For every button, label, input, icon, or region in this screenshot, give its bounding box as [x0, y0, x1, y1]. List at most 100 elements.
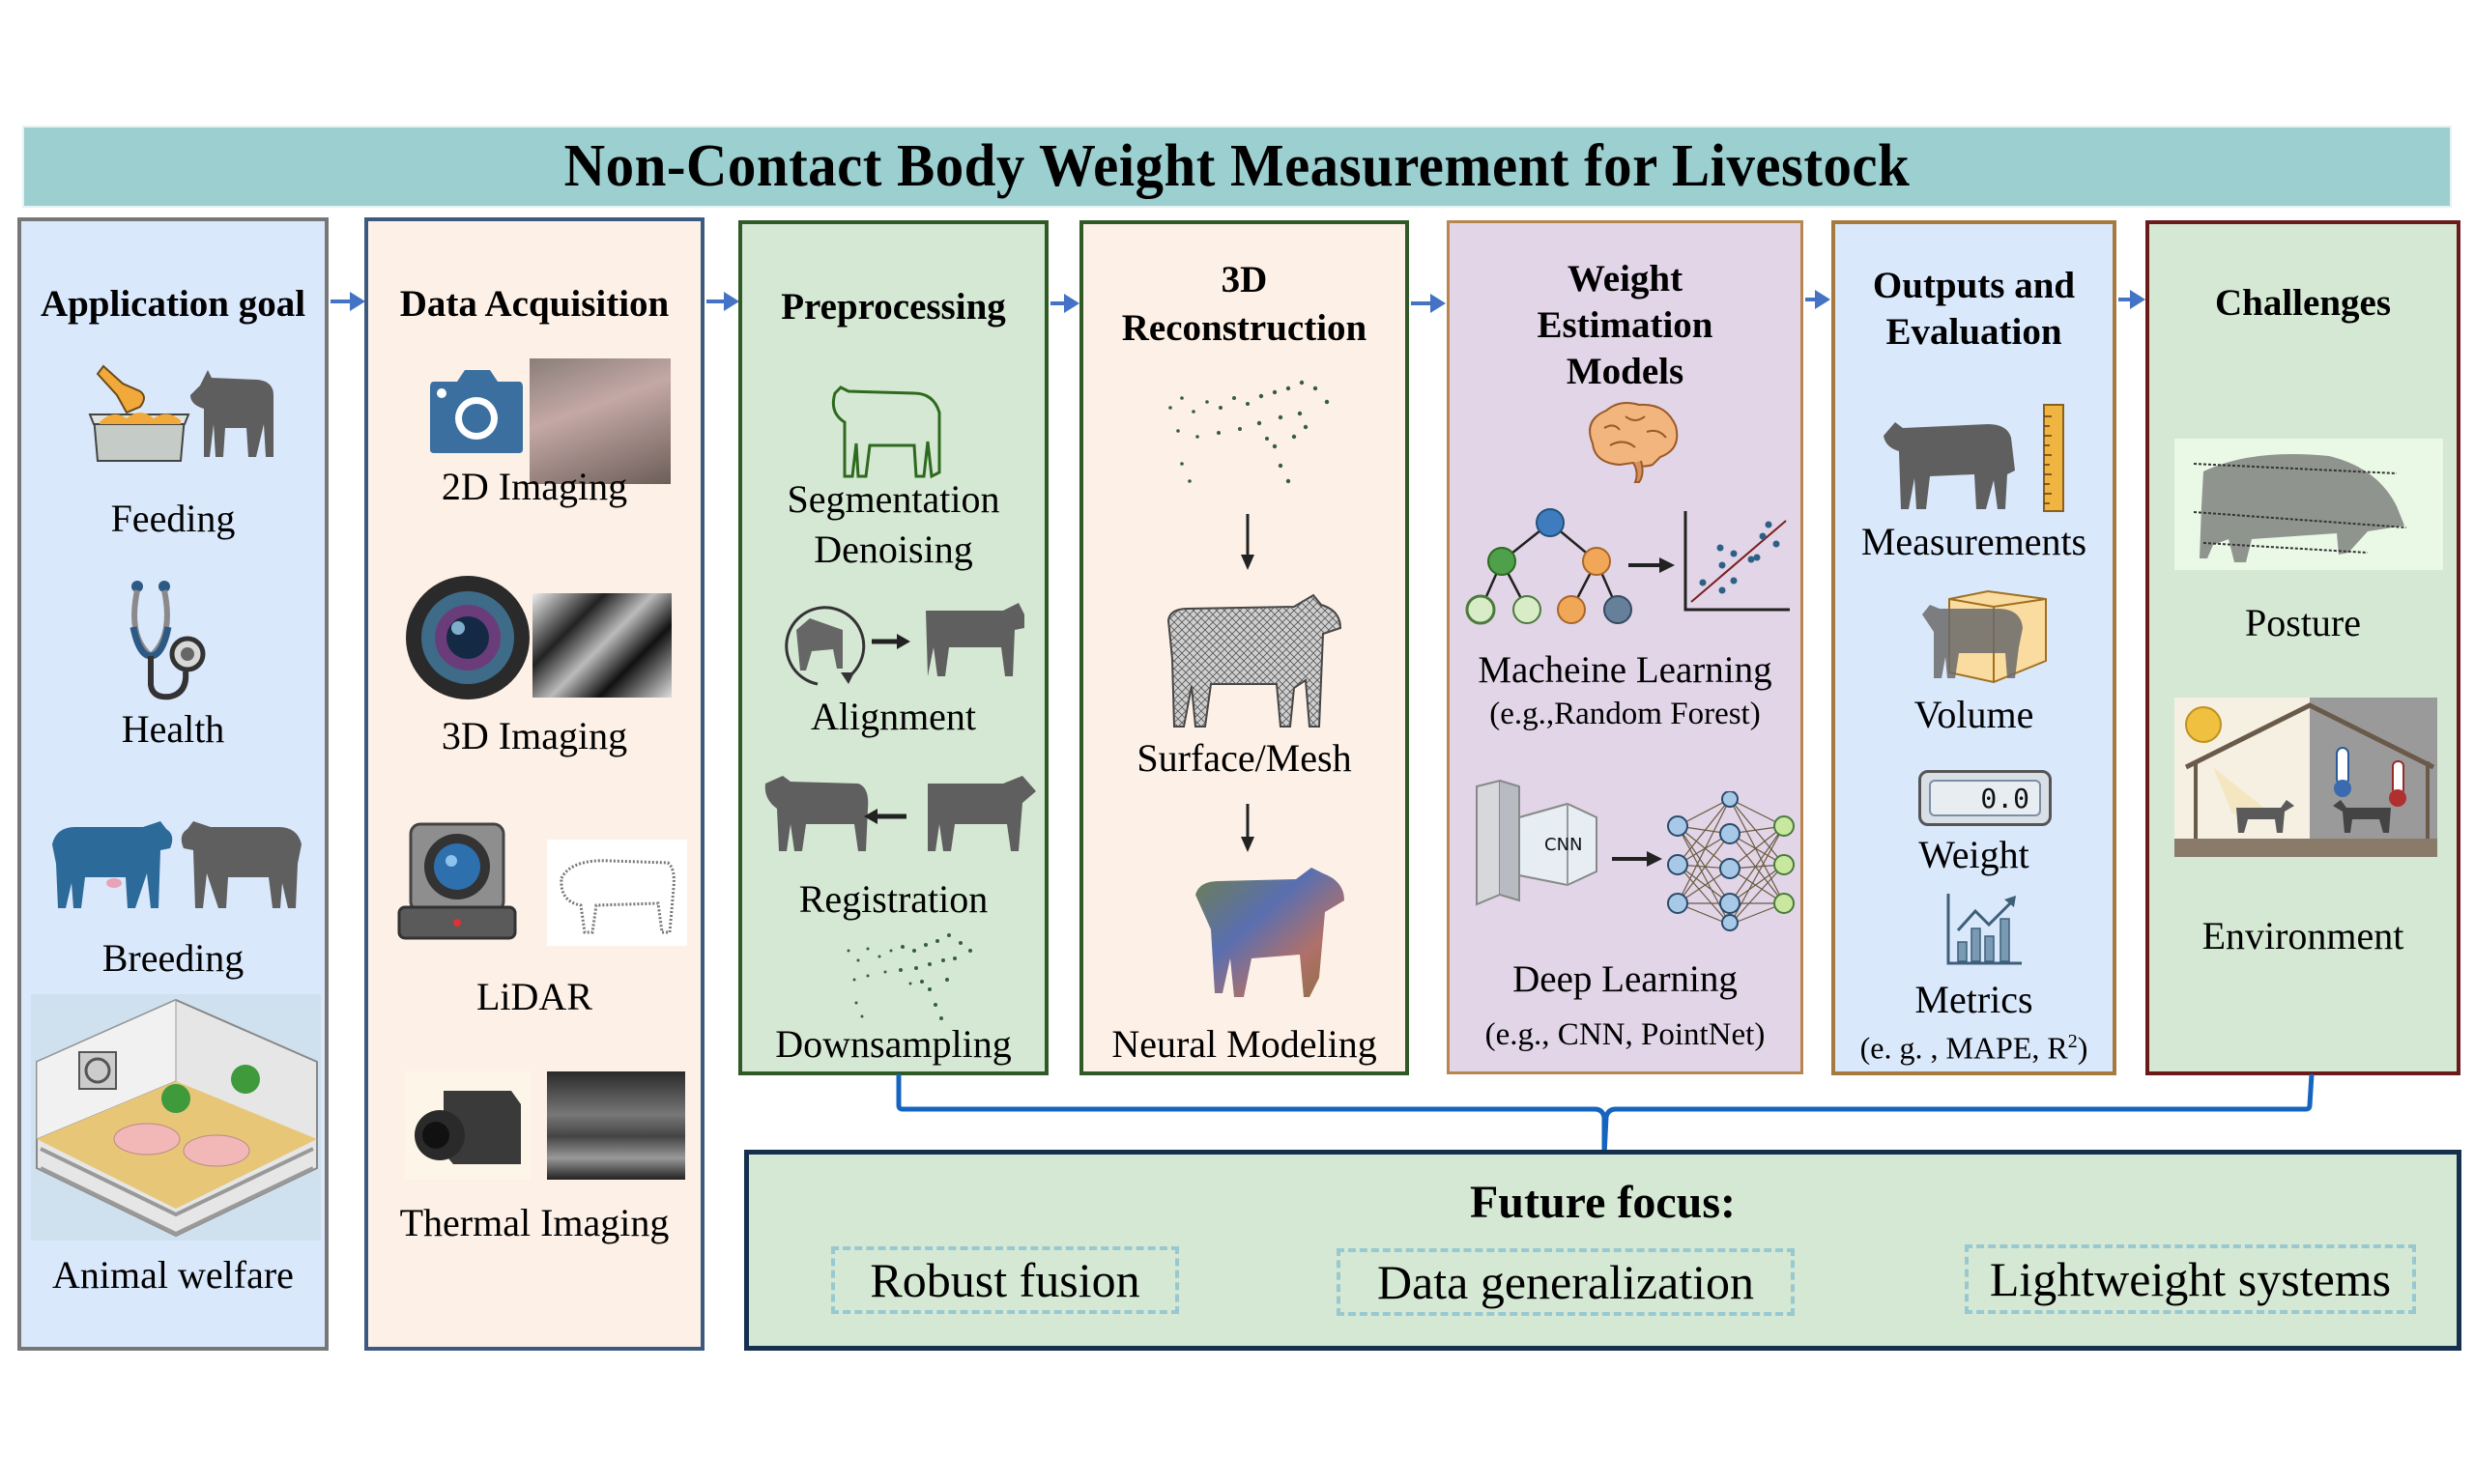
metrics-example: (e. g. , MAPE, R2): [1835, 1022, 2113, 1068]
output-item-weight: Weight: [1918, 833, 2029, 876]
cnn-block-icon: CNN: [1476, 779, 1597, 906]
preprocess-item-downsampling: Downsampling: [775, 1022, 1012, 1066]
panel-data-acquisition: Data Acquisition 2D Imaging 3D Imaging L…: [364, 217, 705, 1351]
dl-label: Deep Learning: [1512, 958, 1738, 1000]
reconstruction-item-surface-mesh: Surface/Mesh: [1136, 736, 1352, 780]
cow-ruler-icon: [1884, 404, 2064, 512]
panel-heading: Evaluation: [1885, 311, 2062, 353]
output-item-measurements: Measurements: [1860, 520, 2087, 563]
flow-arrow: [1411, 294, 1446, 313]
acquisition-item-lidar: LiDAR: [476, 975, 592, 1018]
metrics-example-suffix: ): [2077, 1030, 2088, 1066]
decision-tree-icon: [1465, 508, 1632, 625]
neural-network-icon: [1667, 791, 1795, 931]
output-item-volume: Volume: [1913, 693, 2034, 736]
flow-arrow: [1050, 294, 1079, 313]
acquisition-item-thermal-imaging: Thermal Imaging: [399, 1201, 670, 1244]
future-focus-heading: Future focus:: [1469, 1177, 1737, 1228]
panel-application-goal: Application goal Feeding Health Breeding: [17, 217, 329, 1351]
diagram-title: Non-Contact Body Weight Measurement for …: [563, 133, 1911, 199]
brain-icon: [1589, 402, 1679, 483]
reconstruction-item-neural-modeling: Neural Modeling: [1111, 1022, 1377, 1066]
flow-arrow: [331, 292, 365, 311]
right-arrow-icon: [1612, 851, 1662, 867]
posture-point-cloud-icon: [2174, 439, 2443, 570]
cow-outline-icon: [831, 385, 941, 479]
panel-heading: Weight: [1567, 258, 1683, 300]
preprocess-item-segmentation: Segmentation: [787, 477, 1000, 521]
panel-outputs-evaluation: Outputs and Evaluation Measurements Volu…: [1831, 220, 2116, 1075]
cnn-text: CNN: [1544, 835, 1583, 855]
stethoscope-icon: [129, 581, 206, 700]
future-focus-panel: Future focus: Robust fusion Data general…: [744, 1150, 2461, 1351]
panel-heading: Estimation: [1537, 304, 1713, 346]
bar-chart-trend-icon: [1946, 894, 2022, 965]
flow-arrow: [1805, 290, 1830, 309]
metrics-example-prefix: (e. g. , MAPE, R: [1859, 1030, 2068, 1066]
thermal-photo: [547, 1071, 685, 1180]
challenge-item-environment: Environment: [2201, 914, 2404, 957]
preprocess-item-denoising: Denoising: [814, 528, 973, 571]
ml-example: (e.g.,Random Forest): [1489, 697, 1761, 731]
future-focus-item-label: Data generalization: [1376, 1255, 1755, 1309]
panel-heading: Outputs and: [1872, 265, 2076, 306]
barn-environment-icon: [2174, 698, 2437, 857]
panel-heading: Application goal: [40, 283, 306, 325]
camera-lens-icon: [406, 576, 530, 699]
panel-heading: Models: [1566, 351, 1684, 392]
preprocess-item-alignment: Alignment: [810, 695, 977, 738]
rotate-align-icon: [785, 603, 1024, 686]
panel-weight-estimation-models: Weight Estimation Models Macheine Learni…: [1447, 220, 1803, 1074]
goal-item-health: Health: [121, 707, 225, 751]
panel-heading: Data Acquisition: [399, 283, 670, 325]
metrics-example-sup: 2: [2067, 1031, 2078, 1052]
acquisition-item-3d-imaging: 3D Imaging: [441, 714, 628, 757]
panel-heading: Preprocessing: [781, 286, 1006, 328]
panel-heading: 3D: [1221, 259, 1268, 300]
point-cloud-cow-icon: [1168, 380, 1330, 484]
challenge-item-posture: Posture: [2245, 601, 2361, 644]
right-arrow-icon: [1628, 557, 1675, 573]
mesh-cow-icon: [1166, 593, 1342, 728]
future-focus-item: Lightweight systems: [1965, 1244, 2416, 1314]
future-focus-item-label: Robust fusion: [870, 1253, 1140, 1307]
future-focus-item-label: Lightweight systems: [1989, 1252, 2392, 1306]
neural-cow-icon: [1195, 868, 1344, 997]
panel-preprocessing: Preprocessing Segmentation Denoising Ali…: [738, 220, 1049, 1075]
panel-heading: Challenges: [2214, 282, 2391, 324]
dl-example: (e.g., CNN, PointNet): [1484, 1017, 1766, 1052]
acquisition-item-2d-imaging: 2D Imaging: [441, 465, 628, 508]
future-focus-item: Robust fusion: [831, 1246, 1179, 1314]
lidar-sensor-icon: [397, 822, 517, 940]
cow-box-icon: [1922, 589, 2047, 684]
flow-arrow: [2118, 290, 2145, 309]
panel-3d-reconstruction: 3D Reconstruction Surface/Mesh Neural Mo…: [1079, 220, 1409, 1075]
scatter-regression-icon: [1683, 511, 1790, 612]
down-arrow-icon: [1241, 804, 1254, 852]
output-item-metrics: Metrics: [1914, 978, 2033, 1021]
preprocess-item-registration: Registration: [798, 877, 989, 921]
flow-arrow: [706, 292, 739, 311]
pig-barn-photo: [530, 358, 671, 484]
goal-item-animal-welfare: Animal welfare: [52, 1253, 294, 1297]
future-focus-item: Data generalization: [1337, 1248, 1795, 1316]
point-cloud-cow-icon: [847, 933, 972, 1020]
goal-item-breeding: Breeding: [101, 936, 245, 980]
scale-readout: 0.0: [1929, 780, 2041, 816]
panel-heading: Reconstruction: [1121, 307, 1367, 349]
title-bar: Non-Contact Body Weight Measurement for …: [22, 126, 2452, 208]
pig-pen-icon: [31, 994, 321, 1241]
panel-challenges: Challenges Posture Environment: [2145, 220, 2460, 1075]
pig-point-cloud-icon: [560, 859, 676, 934]
depth-map-photo: [532, 593, 672, 698]
thermal-camera-icon: [405, 1071, 531, 1180]
breeding-cows-icon: [52, 821, 302, 908]
digital-scale-icon: 0.0: [1918, 770, 2052, 826]
camera-icon: [430, 370, 523, 453]
feed-trough-cow-icon: [88, 364, 273, 462]
lidar-pig-scan-photo: [547, 840, 687, 946]
register-cows-icon: [764, 776, 1036, 851]
ml-label: Macheine Learning: [1478, 649, 1772, 691]
down-arrow-icon: [1241, 514, 1254, 570]
goal-item-feeding: Feeding: [110, 497, 236, 540]
